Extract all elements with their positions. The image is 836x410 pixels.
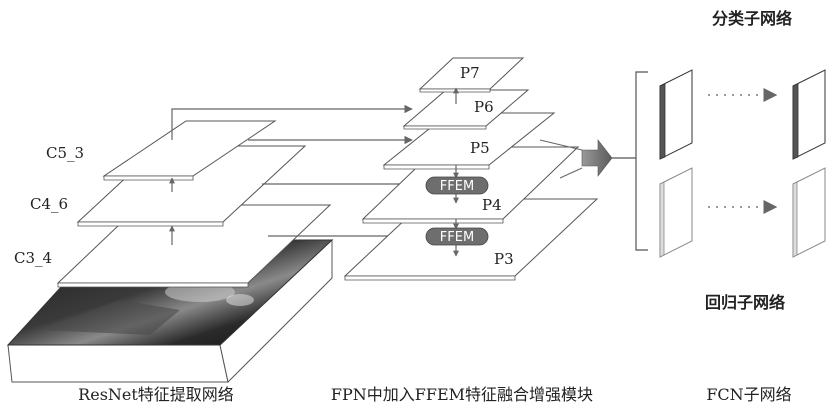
label-p4: P4 <box>482 196 502 214</box>
label-p7: P7 <box>460 64 480 82</box>
caption-fpn: FPN中加入FFEM特征融合增强模块 <box>331 385 593 404</box>
cls-feature-map-in <box>660 70 692 159</box>
caption-fcn: FCN子网络 <box>706 385 791 404</box>
reg-feature-map-out <box>793 168 825 257</box>
label-c3-4: C3_4 <box>14 249 52 267</box>
cls-subnet-title: 分类子网络 <box>712 9 792 28</box>
reg-feature-map-in <box>660 168 692 257</box>
reg-subnet-title: 回归子网络 <box>705 293 785 312</box>
label-c5-3: C5_3 <box>46 144 84 162</box>
fpn-output-line-p4 <box>560 168 582 178</box>
ffem-label-2: FFEM <box>440 230 474 245</box>
label-p5: P5 <box>470 139 490 157</box>
caption-backbone: ResNet特征提取网络 <box>78 385 234 404</box>
big-arrow <box>582 140 612 176</box>
cls-feature-map-out <box>793 70 825 159</box>
ffem-module-2: FFEM <box>426 228 488 245</box>
label-p6: P6 <box>474 98 494 116</box>
ffem-module-1: FFEM <box>426 177 488 194</box>
label-p3: P3 <box>494 250 514 268</box>
label-c4-6: C4_6 <box>30 195 68 213</box>
ffem-label-1: FFEM <box>440 179 474 194</box>
fcn-bracket <box>636 72 648 250</box>
